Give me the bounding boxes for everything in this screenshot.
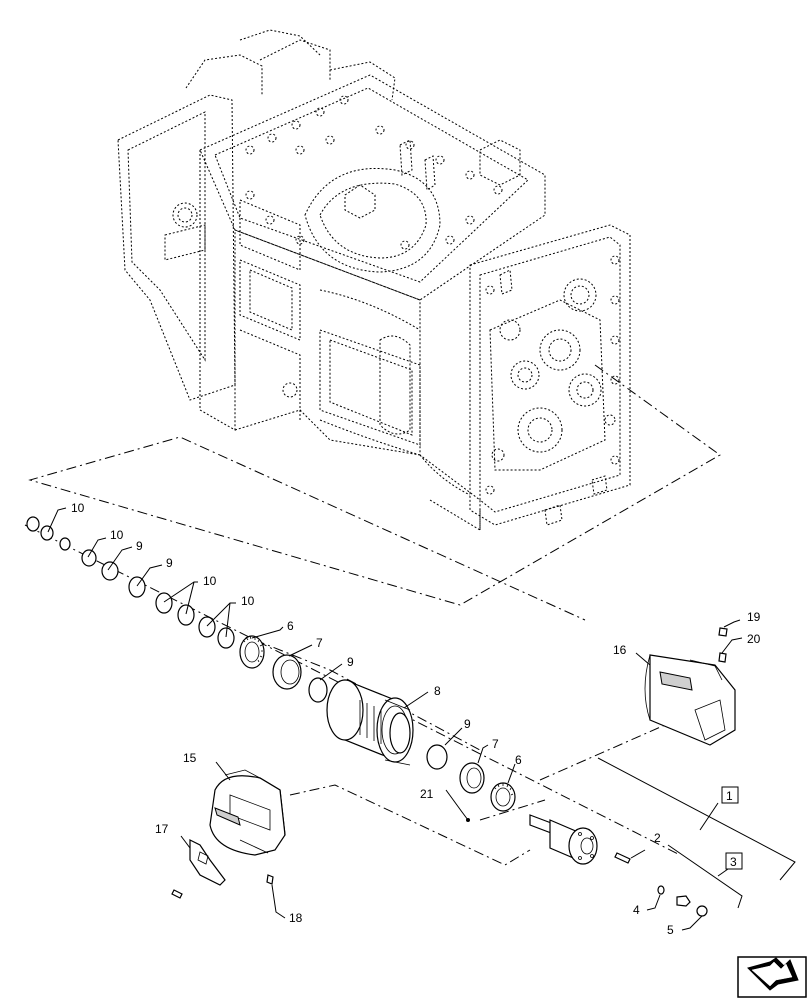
- fitting: [676, 895, 691, 907]
- callout-10a: 10: [203, 574, 217, 588]
- callout-1: 1: [726, 789, 733, 803]
- roll-pin: [614, 852, 631, 864]
- kit-bracket-1: [597, 757, 796, 881]
- callout-4: 4: [633, 903, 640, 917]
- callout-5: 5: [667, 923, 674, 937]
- bolt-18: [266, 874, 274, 885]
- callout-8: 8: [434, 684, 441, 698]
- callout-6b: 6: [515, 753, 522, 767]
- callout-11: 9: [166, 556, 173, 570]
- callout-7a: 7: [316, 636, 323, 650]
- callout-7b: 7: [492, 737, 499, 751]
- callout-18: 18: [289, 911, 303, 925]
- callout-9b: 9: [464, 717, 471, 731]
- transmission-housing: [117, 29, 631, 531]
- bearing-upper: [239, 635, 265, 669]
- leader-lines: [47, 507, 743, 931]
- callout-21: 21: [420, 787, 434, 801]
- callout-17: 17: [155, 822, 169, 836]
- o-ring: [696, 905, 708, 917]
- bearing-cup-lower: [459, 762, 485, 794]
- output-shaft: [529, 814, 598, 865]
- callout-12: 9: [136, 539, 143, 553]
- alignment-lines: [24, 364, 721, 866]
- bearing-cup-upper: [272, 654, 302, 690]
- callout-9a: 9: [347, 655, 354, 669]
- kit-bracket-3: [667, 844, 743, 909]
- callout-2: 2: [654, 831, 661, 845]
- bracket: [171, 839, 226, 899]
- washer: [657, 885, 665, 895]
- snap-ring-upper: [308, 677, 328, 703]
- bolt-19: [718, 627, 728, 637]
- callout-3: 3: [730, 855, 737, 869]
- callout-6a: 6: [287, 619, 294, 633]
- callout-10b: 10: [241, 594, 255, 608]
- callout-20: 20: [747, 632, 761, 646]
- callout-labels: 10 10 9 9 10 10 6 7 9 8 9 7 6 15 16 19 2…: [71, 501, 761, 937]
- callout-16: 16: [613, 643, 627, 657]
- next-arrow-icon[interactable]: [737, 956, 807, 998]
- cover-left: [209, 769, 286, 856]
- callout-13: 10: [110, 528, 124, 542]
- cover-right: [644, 654, 736, 746]
- clutch-drum: [326, 679, 414, 766]
- grease-point: [466, 818, 470, 822]
- bolt-20: [718, 652, 727, 663]
- snap-ring-lower: [426, 744, 448, 770]
- ring-stack: [26, 516, 235, 649]
- callout-19: 19: [747, 610, 761, 624]
- callout-15: 15: [183, 751, 197, 765]
- bearing-lower: [490, 782, 516, 812]
- callout-14: 10: [71, 501, 85, 515]
